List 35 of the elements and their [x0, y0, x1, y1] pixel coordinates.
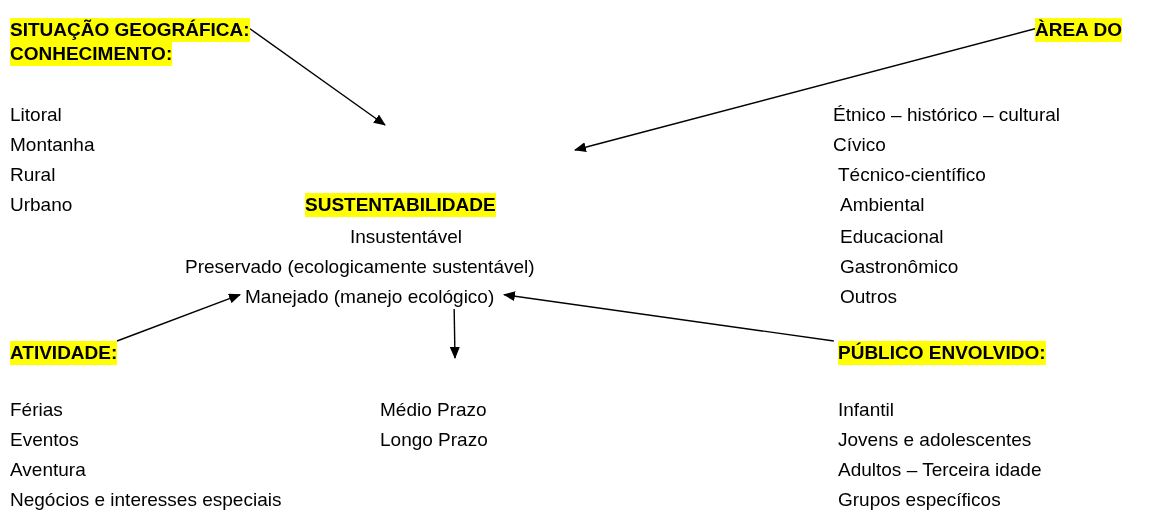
- arrow: [116, 293, 241, 342]
- arrow: [449, 308, 460, 359]
- item-text: Litoral: [10, 103, 62, 127]
- item-text: Urbano: [10, 193, 73, 217]
- item-text: Técnico-científico: [838, 163, 986, 187]
- category-heading: CONHECIMENTO:: [10, 42, 173, 66]
- item-text: Outros: [840, 285, 898, 309]
- item-text: Aventura: [10, 458, 86, 482]
- category-heading: SITUAÇÃO GEOGRÁFICA:: [10, 18, 250, 42]
- item-text: Étnico – histórico – cultural: [833, 103, 1061, 127]
- item-text: Infantil: [838, 398, 894, 422]
- item-text: Longo Prazo: [380, 428, 488, 452]
- item-text: Grupos específicos: [838, 488, 1001, 512]
- item-text: Gastronômico: [840, 255, 959, 279]
- item-text: Cívico: [833, 133, 886, 157]
- item-text: Preservado (ecologicamente sustentável): [185, 255, 535, 279]
- item-text: Montanha: [10, 133, 95, 157]
- item-text: Adultos – Terceira idade: [838, 458, 1042, 482]
- item-text: Educacional: [840, 225, 944, 249]
- arrow: [502, 291, 835, 342]
- arrow: [574, 28, 1036, 153]
- item-text: Rural: [10, 163, 56, 187]
- category-heading: ÀREA DO: [1035, 18, 1122, 42]
- item-text: Férias: [10, 398, 63, 422]
- item-text: Manejado (manejo ecológico): [245, 285, 495, 309]
- category-heading: SUSTENTABILIDADE: [305, 193, 496, 217]
- category-heading: PÚBLICO ENVOLVIDO:: [838, 341, 1046, 365]
- category-heading: ATIVIDADE:: [10, 341, 118, 365]
- item-text: Negócios e interesses especiais: [10, 488, 282, 512]
- item-text: Jovens e adolescentes: [838, 428, 1032, 452]
- item-text: Insustentável: [350, 225, 462, 249]
- item-text: Eventos: [10, 428, 79, 452]
- item-text: Ambiental: [840, 193, 925, 217]
- arrow: [249, 28, 386, 126]
- item-text: Médio Prazo: [380, 398, 487, 422]
